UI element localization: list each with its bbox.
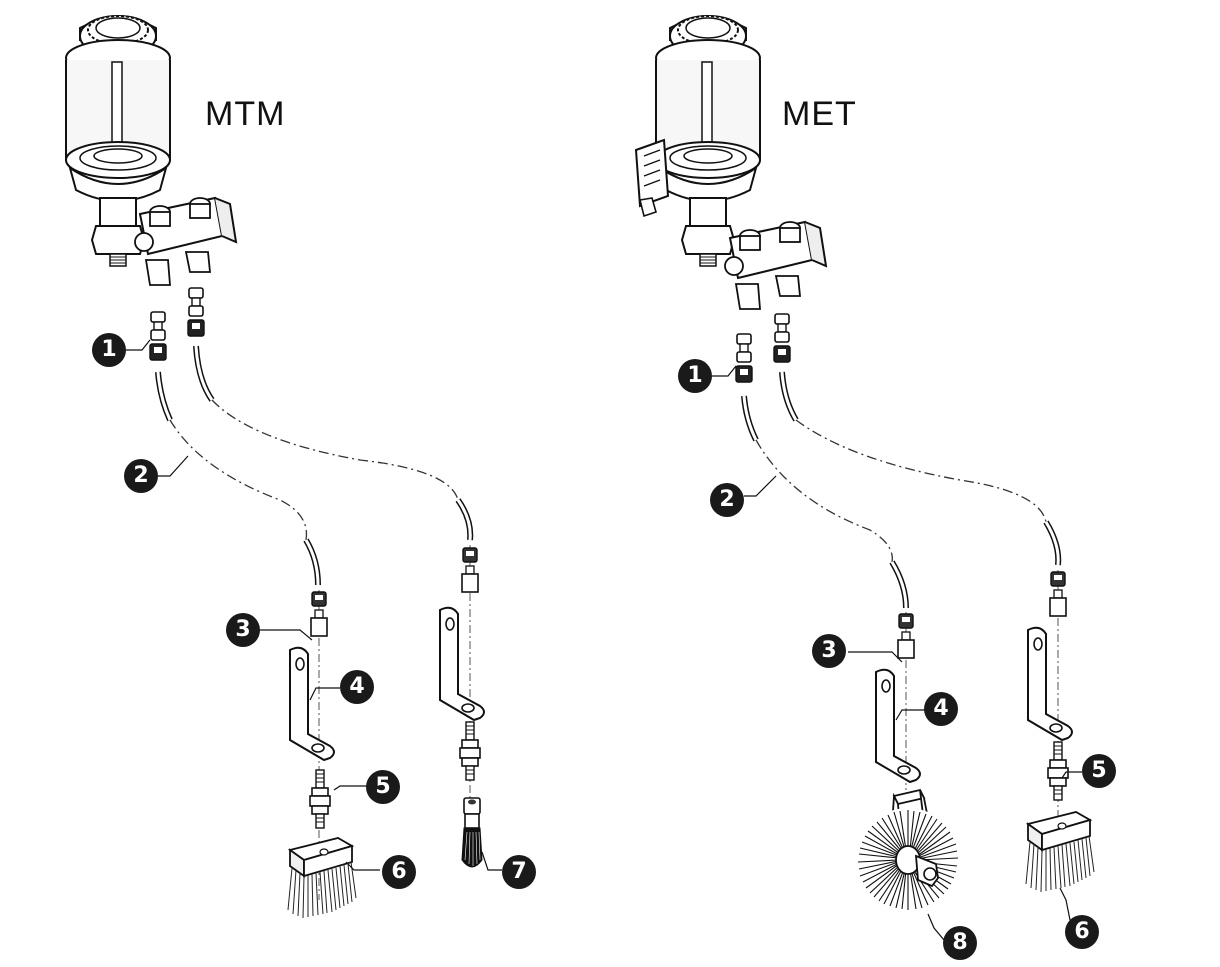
callout-4: 4 [924, 692, 958, 726]
round-brush-icon [461, 797, 483, 868]
brush-nozzle-icon [1047, 741, 1069, 801]
tube-fitting-icon [773, 313, 791, 363]
callout-2: 2 [124, 459, 158, 493]
callout-2: 2 [710, 483, 744, 517]
tube-fitting-icon [461, 547, 479, 593]
bracket-icon [289, 646, 335, 761]
callout-4: 4 [340, 670, 374, 704]
flat-brush-icon [287, 837, 357, 919]
bracket-icon [875, 668, 921, 783]
tube-fitting-icon [187, 287, 205, 337]
callout-5: 5 [1082, 754, 1116, 788]
bracket-icon [1027, 626, 1073, 741]
brush-nozzle-icon [459, 721, 481, 781]
callout-1: 1 [92, 333, 126, 367]
flat-brush-icon [1025, 811, 1095, 893]
rotary-brush-icon [855, 789, 961, 913]
oil-cup-lubricator-icon [655, 15, 761, 267]
distributor-block-icon [134, 197, 237, 286]
distributor-block-icon [724, 221, 827, 310]
callout-1: 1 [678, 359, 712, 393]
tube-fitting-icon [1049, 571, 1067, 617]
met-title: MET [782, 95, 857, 133]
callout-7: 7 [502, 855, 536, 889]
tube-fitting-icon [897, 613, 915, 659]
callout-3: 3 [812, 634, 846, 668]
tube-fitting-icon [310, 591, 328, 637]
bracket-icon [439, 606, 485, 721]
callout-3: 3 [226, 613, 260, 647]
callout-5: 5 [366, 770, 400, 804]
callout-6: 6 [1065, 915, 1099, 949]
mtm-assembly [65, 15, 502, 919]
met-assembly [634, 15, 1095, 941]
tube-fitting-icon [735, 333, 753, 383]
tube-fitting-icon [149, 311, 167, 361]
mount-bracket-icon [634, 138, 670, 218]
brush-nozzle-icon [309, 769, 331, 829]
callout-6: 6 [382, 855, 416, 889]
mtm-title: MTM [205, 95, 286, 133]
callout-8: 8 [943, 926, 977, 960]
